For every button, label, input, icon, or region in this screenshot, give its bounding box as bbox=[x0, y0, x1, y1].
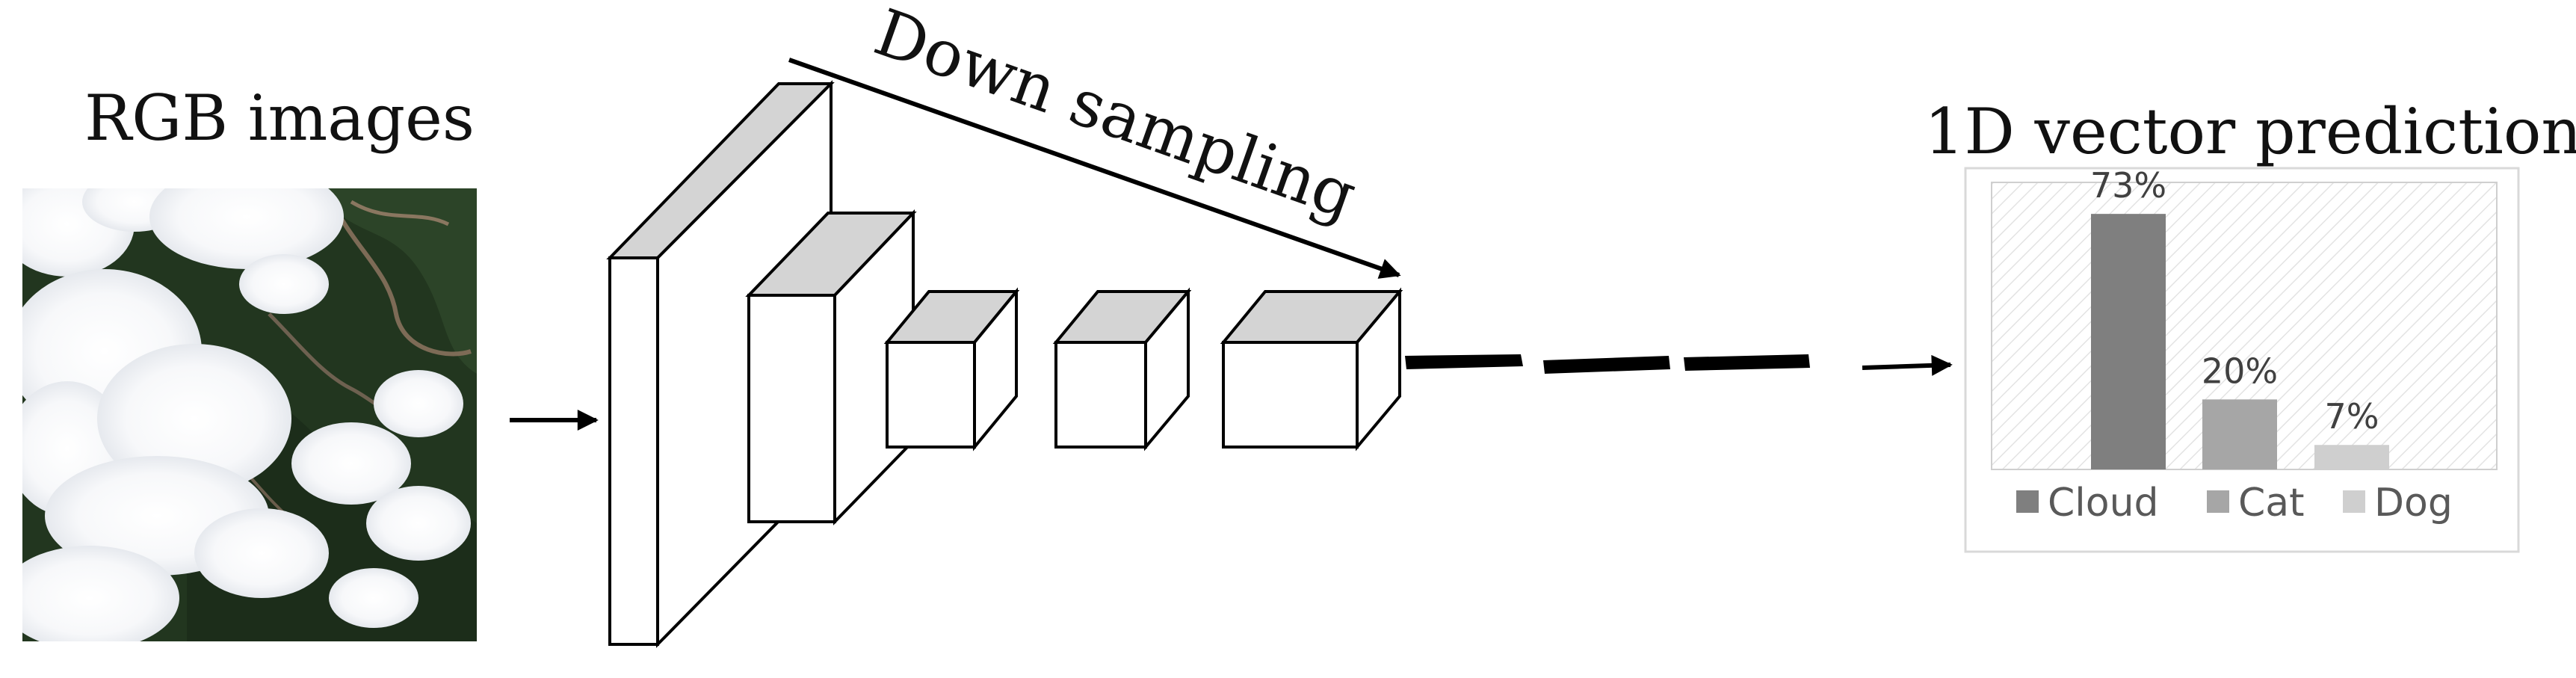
bar-value-label: 7% bbox=[2325, 396, 2379, 437]
bar-dog bbox=[2314, 445, 2389, 469]
legend-label-cloud: Cloud bbox=[2048, 481, 2159, 526]
satellite-image bbox=[22, 188, 477, 641]
network-label: Down sampling bbox=[865, 0, 1365, 234]
bar-value-label: 73% bbox=[2090, 165, 2166, 206]
conv-block-1 bbox=[606, 80, 835, 648]
input-label: RGB images bbox=[84, 81, 475, 155]
bar-value-label: 20% bbox=[2202, 351, 2278, 391]
conv-block-5 bbox=[1220, 287, 1403, 452]
legend-swatch-dog bbox=[2343, 490, 2365, 513]
bar-cat bbox=[2202, 399, 2277, 469]
legend-swatch-cat bbox=[2207, 490, 2229, 513]
output-label: 1D vector prediction bbox=[1924, 95, 2576, 168]
conv-block-3 bbox=[883, 287, 1020, 452]
legend-label-dog: Dog bbox=[2374, 481, 2453, 526]
prediction-chart: 73% 20% 7% Cloud Cat Dog bbox=[1964, 165, 2520, 553]
bar-cloud bbox=[2091, 214, 2166, 469]
flatten-dashes bbox=[1405, 354, 1810, 374]
legend-swatch-cloud bbox=[2016, 490, 2039, 513]
legend-label-cat: Cat bbox=[2238, 481, 2305, 526]
conv-block-4 bbox=[1052, 287, 1192, 452]
output-arrow bbox=[1862, 354, 1953, 376]
downsampling-arrow bbox=[788, 58, 1401, 279]
network-blocks bbox=[606, 80, 1403, 648]
